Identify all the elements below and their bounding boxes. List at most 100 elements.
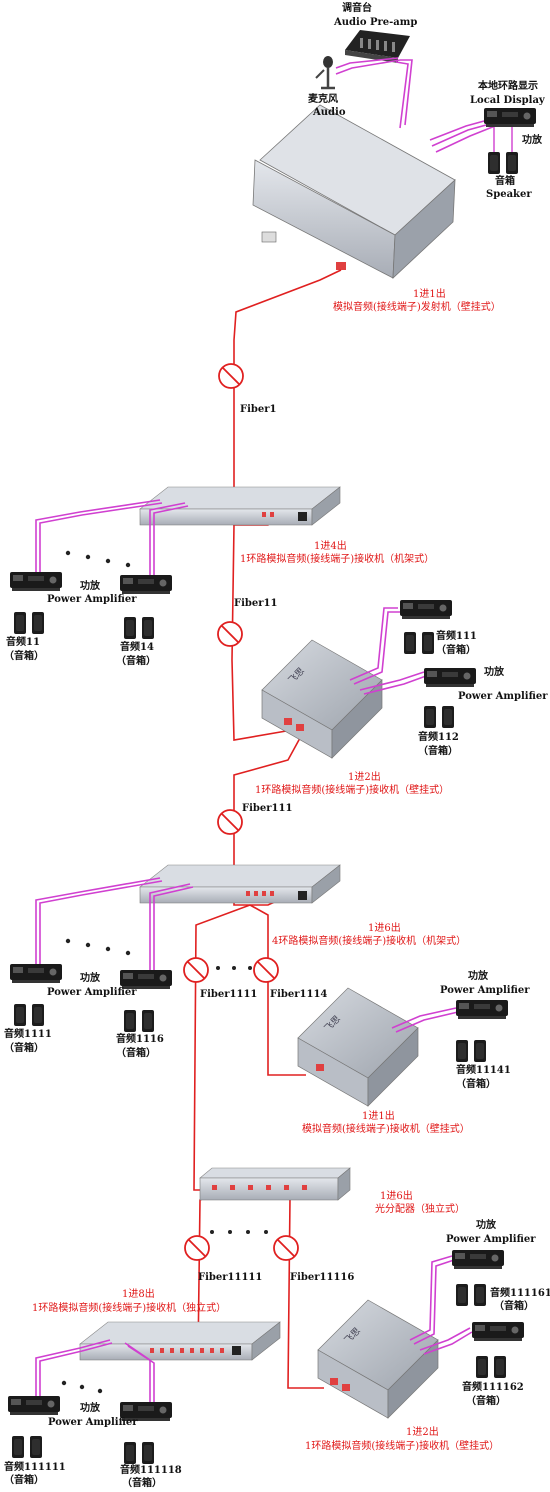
rx1-caption-line2: 1环路模拟音频(接线端子)接收机（机架式） bbox=[240, 554, 435, 565]
mic-label-cn: 麦克风 bbox=[308, 94, 338, 105]
fiber-label-f111: Fiber111 bbox=[242, 803, 293, 814]
rx5-caption-line2: 1环路模拟音频(接线端子)接收机（独立式） bbox=[32, 1303, 227, 1314]
rx2-caption-line2: 1环路模拟音频(接线端子)接收机（壁挂式） bbox=[255, 785, 450, 796]
rx5-speaker-a: 音频111111 bbox=[4, 1462, 66, 1473]
audio-cables-rx2 bbox=[349, 607, 427, 695]
tx-caption-line1: 1进1出 bbox=[413, 289, 446, 300]
audio-cables-rx3 bbox=[35, 877, 194, 972]
ellipsis-dots-splitter bbox=[210, 1230, 268, 1234]
amplifier-rx2-b bbox=[424, 668, 476, 687]
rx6-caption-line2: 1环路模拟音频(接线端子)接收机（壁挂式） bbox=[305, 1441, 500, 1452]
rx2-speaker-b: 音频112 bbox=[418, 732, 459, 743]
optical-splitter bbox=[199, 1167, 351, 1201]
rx1-speaker-b: 音频14 bbox=[120, 642, 154, 653]
rack-receiver-1 bbox=[139, 486, 341, 526]
audio-cables-rx6 bbox=[409, 1255, 473, 1355]
rx5-amp-cn: 功放 bbox=[80, 1403, 100, 1414]
amplifier-rx6-b bbox=[472, 1322, 524, 1341]
ellipsis-dots-rx5 bbox=[61, 1380, 103, 1394]
audio-cables-rx5 bbox=[35, 1339, 155, 1404]
rx2-speaker-a: 音频111 bbox=[436, 631, 477, 642]
audio-preamp-mixer bbox=[345, 30, 410, 63]
rx2-speaker-b-sub: （音箱） bbox=[418, 746, 458, 757]
amplifier-rx5-a bbox=[8, 1396, 60, 1415]
fiber-label-f11116: Fiber11116 bbox=[290, 1272, 355, 1283]
rx4-caption-line1: 1进1出 bbox=[362, 1111, 395, 1122]
rx2-caption-line1: 1进2出 bbox=[348, 772, 381, 783]
splitter-caption-line2: 光分配器（独立式） bbox=[375, 1204, 465, 1215]
amplifier-rx6-a bbox=[452, 1250, 504, 1269]
rx2-amp-en: Power Amplifier bbox=[458, 691, 548, 702]
wall-receiver-2 bbox=[261, 639, 383, 759]
wall-receiver-4 bbox=[297, 987, 419, 1107]
speakers-rx1 bbox=[14, 612, 154, 639]
rx3-speaker-a: 音频1111 bbox=[4, 1029, 52, 1040]
rx4-amp-cn: 功放 bbox=[468, 971, 488, 982]
standalone-receiver-5 bbox=[79, 1321, 281, 1361]
rx6-speaker-b: 音频111162 bbox=[462, 1382, 524, 1393]
rx1-amp-cn: 功放 bbox=[80, 581, 100, 592]
rx5-speaker-b: 音频111118 bbox=[120, 1465, 182, 1476]
audio-cables-top bbox=[335, 57, 501, 153]
rx4-speaker-sub: （音箱） bbox=[456, 1079, 496, 1090]
display-label-en: Local Display bbox=[470, 95, 545, 106]
preamp-label-en: Audio Pre-amp bbox=[334, 17, 418, 28]
display-label-cn: 本地环路显示 bbox=[478, 81, 538, 92]
ellipsis-dots-rx1 bbox=[65, 550, 131, 568]
amp-label-top: 功放 bbox=[522, 135, 542, 146]
rx2-speaker-a-sub: （音箱） bbox=[436, 645, 476, 656]
audio-cables-rx1 bbox=[35, 499, 189, 580]
fiber-label-f11: Fiber11 bbox=[234, 598, 278, 609]
rx5-amp-en: Power Amplifier bbox=[48, 1417, 138, 1428]
speaker-label-cn: 音箱 bbox=[495, 176, 515, 187]
rx1-speaker-a: 音频11 bbox=[6, 637, 40, 648]
rx3-amp-en: Power Amplifier bbox=[47, 987, 137, 998]
amplifier-rx1-a bbox=[10, 572, 62, 591]
fiber-label-f1: Fiber1 bbox=[240, 404, 277, 415]
speaker-label-en: Speaker bbox=[486, 189, 532, 200]
rx6-caption-line1: 1进2出 bbox=[406, 1427, 439, 1438]
rx3-speaker-a-sub: （音箱） bbox=[4, 1043, 44, 1054]
rx6-speaker-a: 音频111161 bbox=[490, 1288, 550, 1299]
preamp-label-cn: 调音台 bbox=[342, 3, 372, 14]
fiber-label-f1111: Fiber1111 bbox=[200, 989, 258, 1000]
rx3-speaker-b-sub: （音箱） bbox=[116, 1048, 156, 1059]
rx4-caption-line2: 模拟音频(接线端子)接收机（壁挂式） bbox=[302, 1124, 470, 1135]
rx3-speaker-b: 音频1116 bbox=[116, 1034, 164, 1045]
rx4-speaker: 音频11141 bbox=[456, 1065, 511, 1076]
rx1-amp-en: Power Amplifier bbox=[47, 594, 137, 605]
rx3-caption-line1: 1进6出 bbox=[368, 923, 401, 934]
mic-label-en: Audio bbox=[313, 107, 346, 118]
rx6-speaker-b-sub: （音箱） bbox=[466, 1396, 506, 1407]
speakers-rx5 bbox=[12, 1436, 154, 1464]
rx6-amp-cn: 功放 bbox=[476, 1220, 496, 1231]
rx1-speaker-b-sub: （音箱） bbox=[116, 656, 156, 667]
rack-receiver-3 bbox=[139, 864, 341, 904]
fiber-label-f11111: Fiber11111 bbox=[198, 1272, 263, 1283]
fiber-label-f1114: Fiber1114 bbox=[270, 989, 328, 1000]
rx3-caption-line2: 4环路模拟音频(接线端子)接收机（机架式） bbox=[272, 936, 467, 947]
rx1-caption-line1: 1进4出 bbox=[314, 541, 347, 552]
rx3-amp-cn: 功放 bbox=[80, 973, 100, 984]
local-display-amplifier-icon bbox=[484, 108, 536, 127]
transmitter-unit bbox=[252, 104, 456, 279]
speakers-rx3 bbox=[14, 1004, 154, 1032]
rx5-speaker-a-sub: （音箱） bbox=[4, 1475, 44, 1486]
amplifier-rx4 bbox=[456, 1000, 508, 1019]
rx6-speaker-a-sub: （音箱） bbox=[494, 1301, 534, 1312]
speakers-rx4 bbox=[456, 1040, 486, 1062]
rx4-amp-en: Power Amplifier bbox=[440, 985, 530, 996]
amplifier-rx1-b bbox=[120, 575, 172, 594]
rx5-caption-line1: 1进8出 bbox=[122, 1289, 155, 1300]
fiber-trunk bbox=[193, 269, 342, 1389]
audio-cables-rx4 bbox=[391, 1007, 459, 1033]
rx5-speaker-b-sub: （音箱） bbox=[122, 1478, 162, 1489]
ellipsis-dots-rx3 bbox=[65, 938, 252, 970]
rx1-speaker-a-sub: （音箱） bbox=[4, 651, 44, 662]
tx-caption-line2: 模拟音频(接线端子)发射机（壁挂式） bbox=[333, 302, 501, 313]
microphone-icon bbox=[315, 56, 335, 90]
rx2-amp-cn: 功放 bbox=[484, 667, 504, 678]
wall-receiver-6 bbox=[317, 1299, 439, 1419]
